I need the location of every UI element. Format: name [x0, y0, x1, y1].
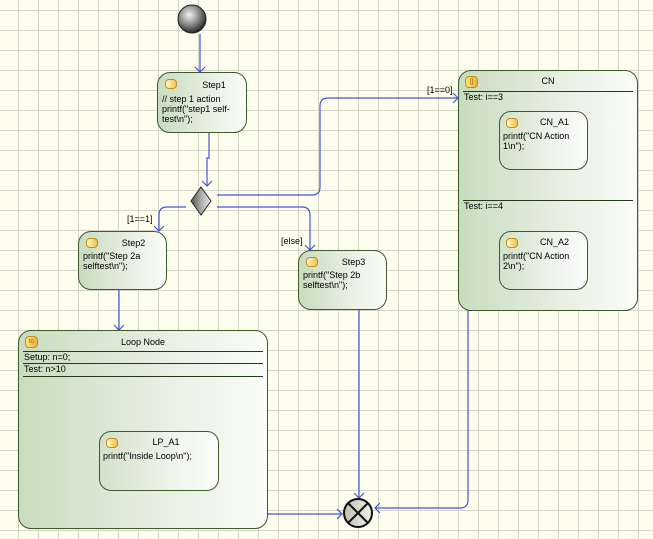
loop-separator — [23, 376, 263, 377]
action-title: CN_A1 — [539, 117, 569, 127]
clause-separator — [463, 200, 633, 201]
conditional-node-icon: [] — [465, 76, 478, 88]
arrowhead — [374, 502, 381, 514]
edge-decision-to-step3[interactable] — [217, 206, 311, 250]
action-title: Step3 — [341, 257, 366, 267]
action-title: LP_A1 — [152, 437, 180, 447]
arrowhead — [201, 180, 213, 187]
action-body: printf("Inside Loop\n"); — [103, 451, 192, 461]
loop-node[interactable]: to Loop Node Setup: n=0; Test: n>10 LP_A… — [18, 330, 268, 529]
action-icon — [306, 257, 318, 267]
action-body: printf("CN Action 1\n"); — [503, 131, 570, 151]
arrowhead — [336, 508, 343, 520]
action-cn-a1[interactable]: CN_A1 printf("CN Action 1\n"); — [499, 111, 588, 170]
action-step3[interactable]: Step3 printf("Step 2b selftest\n"); — [298, 250, 387, 310]
edge-step1-to-decision[interactable] — [206, 133, 210, 186]
loop-separator — [23, 351, 263, 352]
clause-test: Test: i==3 — [464, 92, 504, 102]
arrowhead — [353, 492, 365, 499]
conditional-node[interactable]: [] CN Test: i==3 CN_A1 printf("CN Action… — [458, 70, 638, 311]
initial-node[interactable] — [177, 4, 207, 34]
loop-setup: Setup: n=0; — [24, 352, 71, 362]
loop-node-title: Loop Node — [120, 337, 166, 347]
action-cn-a2[interactable]: CN_A2 printf("CN Action 2\n"); — [499, 231, 588, 290]
action-body: printf("Step 2a selftest\n"); — [83, 251, 141, 271]
guard-to-step2: [1==1] — [127, 214, 153, 224]
edge-decision-to-step2[interactable] — [158, 206, 186, 231]
action-body: printf("CN Action 2\n"); — [503, 251, 570, 271]
conditional-node-title: CN — [541, 76, 555, 86]
guard-to-step3: [else] — [281, 236, 303, 246]
action-icon — [165, 79, 177, 89]
loop-node-icon: to — [25, 336, 38, 348]
action-title: Step2 — [121, 238, 146, 248]
action-title: Step1 — [202, 80, 226, 90]
decision-node[interactable] — [190, 186, 212, 216]
activity-final-node[interactable] — [343, 498, 373, 528]
action-icon — [506, 118, 518, 128]
action-icon — [506, 238, 518, 248]
guard-to-cn: [1==0] — [427, 85, 453, 95]
action-step1[interactable]: Step1 // step 1 action printf("step1 sel… — [157, 72, 247, 133]
action-icon — [106, 438, 118, 448]
clause-test: Test: i==4 — [464, 201, 504, 211]
loop-separator — [23, 363, 263, 364]
action-title: CN_A2 — [539, 237, 569, 247]
action-body: // step 1 action printf("step1 self- tes… — [162, 94, 230, 124]
action-icon — [86, 238, 98, 248]
loop-test: Test: n>10 — [24, 364, 66, 374]
edge-cn-to-final[interactable] — [375, 310, 469, 509]
clause-separator — [463, 91, 633, 92]
action-step2[interactable]: Step2 printf("Step 2a selftest\n"); — [78, 231, 167, 290]
action-body: printf("Step 2b selftest\n"); — [303, 270, 361, 290]
edge-decision-to-cn[interactable] — [217, 97, 458, 196]
action-lp-a1[interactable]: LP_A1 printf("Inside Loop\n"); — [99, 431, 219, 491]
